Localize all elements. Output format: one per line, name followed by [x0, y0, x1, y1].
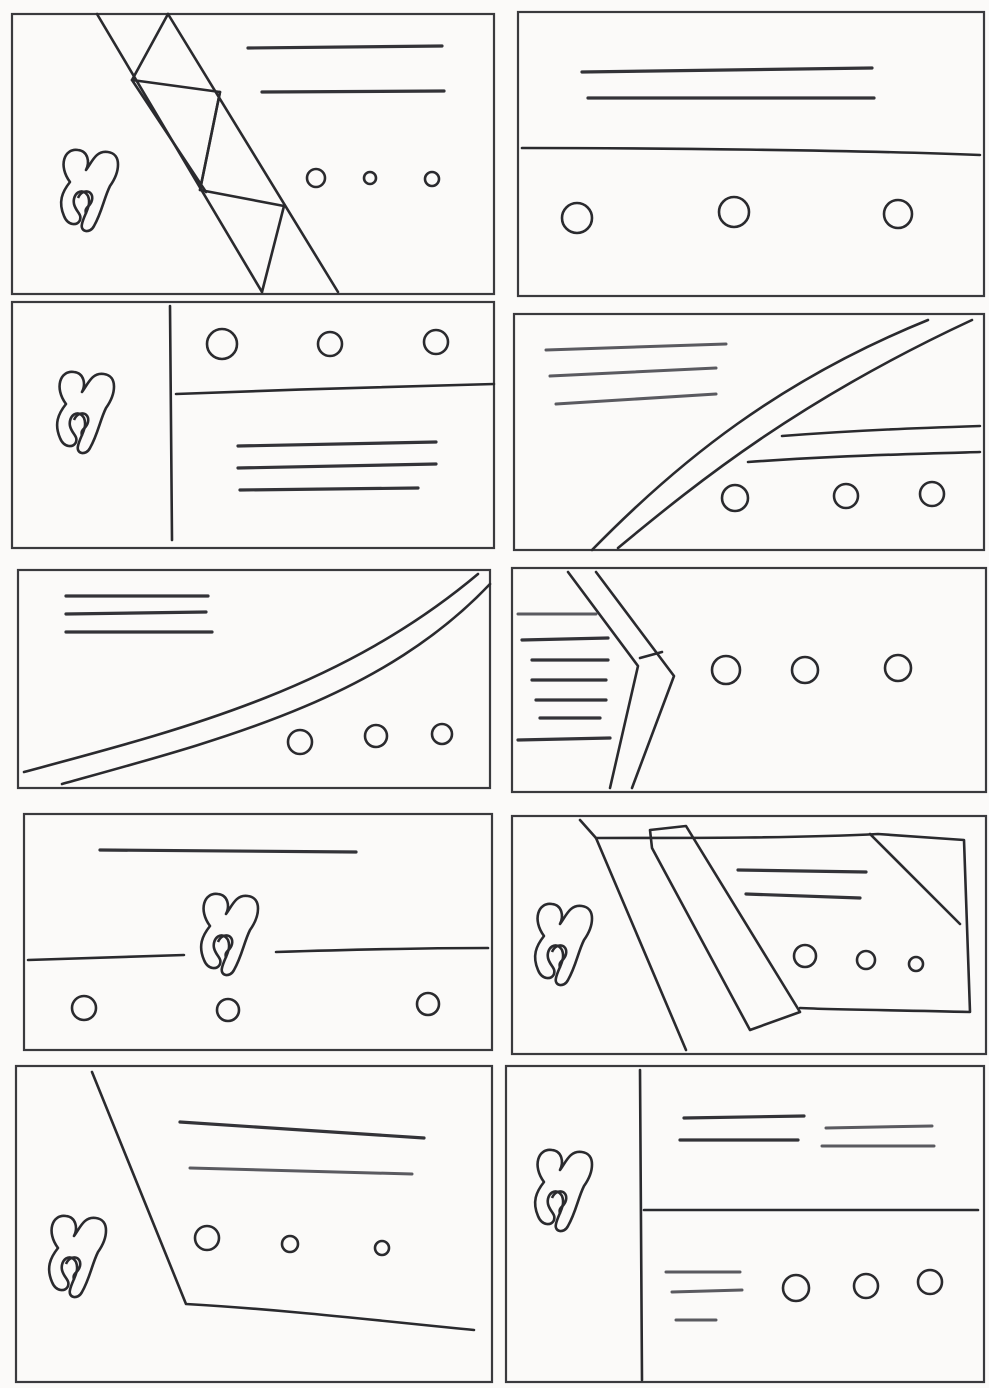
- panel-4: [514, 314, 984, 550]
- dot: [712, 656, 740, 684]
- text-lines: [546, 344, 726, 404]
- dot: [365, 725, 387, 747]
- dot: [920, 482, 944, 506]
- logo-icon: [535, 1150, 592, 1231]
- dot: [282, 1236, 298, 1252]
- sidebar-divider: [170, 306, 172, 540]
- logo-icon: [535, 904, 592, 985]
- dot: [432, 724, 452, 744]
- panel-2: [518, 12, 984, 296]
- logo-icon: [61, 150, 118, 231]
- dot: [375, 1241, 389, 1255]
- text-lines: [680, 1116, 934, 1146]
- logo-icon: [57, 372, 114, 453]
- dot: [424, 330, 448, 354]
- dot: [318, 332, 342, 356]
- logo-icon: [201, 894, 258, 975]
- dot: [425, 172, 439, 186]
- slanted-card: [580, 820, 970, 1050]
- dot: [783, 1275, 809, 1301]
- dots: [722, 482, 944, 511]
- dots: [307, 169, 439, 187]
- dots: [288, 724, 452, 754]
- dot: [217, 999, 239, 1021]
- panel-8: [512, 816, 986, 1054]
- panel-10: [506, 1066, 984, 1382]
- dot: [288, 730, 312, 754]
- dots: [783, 1270, 942, 1301]
- dot: [885, 655, 911, 681]
- dot: [719, 197, 749, 227]
- divider-line: [176, 384, 494, 394]
- panel-frame: [512, 816, 986, 1054]
- divider-line: [28, 948, 488, 960]
- text-line: [100, 850, 356, 852]
- sidebar-divider: [640, 1070, 642, 1380]
- dots: [207, 329, 448, 359]
- dot: [307, 169, 325, 187]
- dot: [792, 657, 818, 683]
- dots: [562, 197, 912, 233]
- text-lines: [66, 596, 212, 632]
- text-lines: [180, 1122, 424, 1174]
- dots: [195, 1226, 389, 1255]
- dot: [854, 1274, 878, 1298]
- text-lines: [666, 1272, 742, 1320]
- dots: [794, 945, 923, 971]
- dot: [834, 484, 858, 508]
- panel-1: [12, 14, 494, 294]
- panel-7: [24, 814, 492, 1050]
- panel-6: [512, 568, 986, 792]
- text-lines: [238, 442, 436, 490]
- dot: [794, 945, 816, 967]
- curved-band: [24, 574, 490, 784]
- text-lines: [518, 614, 610, 740]
- dot: [364, 172, 376, 184]
- slanted-divider: [92, 1072, 474, 1330]
- dot: [72, 996, 96, 1020]
- dot: [562, 203, 592, 233]
- dot: [909, 957, 923, 971]
- dot: [884, 200, 912, 228]
- dot: [195, 1226, 219, 1250]
- dots: [712, 655, 911, 684]
- triangle-band: [97, 14, 338, 292]
- diagonal-band: [592, 320, 980, 550]
- panel-frame: [506, 1066, 984, 1382]
- dot: [918, 1270, 942, 1294]
- divider-line: [522, 148, 980, 155]
- panel-5: [18, 570, 490, 788]
- dot: [722, 485, 748, 511]
- dot: [417, 993, 439, 1015]
- logo-icon: [49, 1216, 106, 1297]
- dot: [207, 329, 237, 359]
- text-lines: [248, 46, 444, 92]
- panel-frame: [16, 1066, 492, 1382]
- panel-9: [16, 1066, 492, 1382]
- text-lines: [738, 870, 866, 898]
- text-lines: [582, 68, 874, 98]
- panel-3: [12, 302, 494, 548]
- dots: [72, 993, 439, 1021]
- dot: [857, 951, 875, 969]
